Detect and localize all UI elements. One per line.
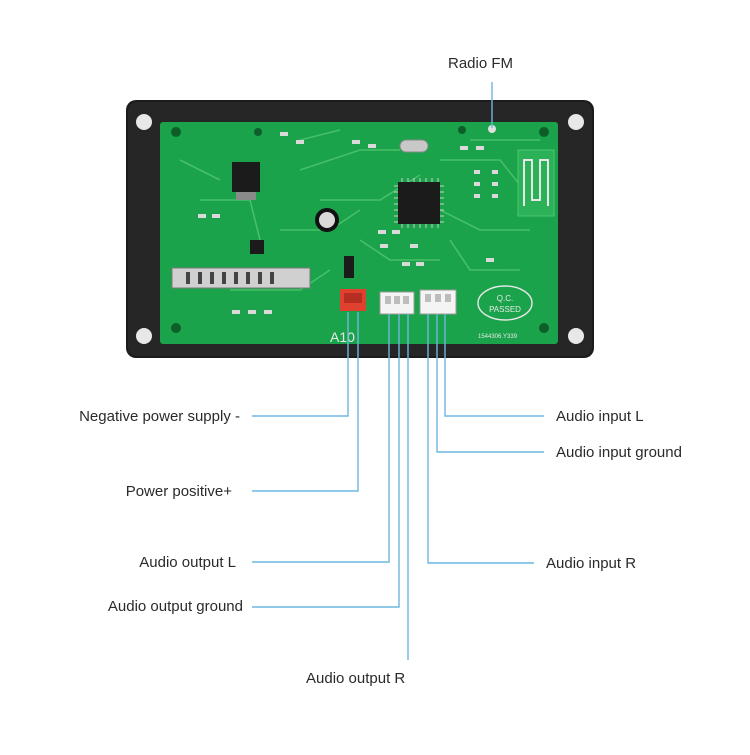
model-marking: A10 <box>330 329 355 345</box>
sd-card-slot <box>171 267 311 289</box>
audio-input-l-line <box>444 314 544 417</box>
main-chip <box>398 182 440 224</box>
audio-output-r-label: Audio output R <box>306 670 406 687</box>
radio-fm-label: Radio FM <box>448 55 514 72</box>
qc-passed-stamp <box>477 285 533 321</box>
power-positive-label: Power positive+ <box>125 483 232 500</box>
audio-output-ground-label: Audio output ground <box>107 598 243 615</box>
qc-line-2: PASSED <box>489 305 521 314</box>
mount-hole-icon <box>568 328 584 344</box>
serial-marking: 1544306.Y339 <box>478 334 518 340</box>
negative-power-label: Negative power supply - <box>79 408 240 425</box>
audio-output-l-label: Audio output L <box>139 554 236 571</box>
callout-lines <box>252 82 544 660</box>
audio-output-l-line <box>252 314 390 563</box>
negative-power-line <box>252 312 349 417</box>
mount-hole-icon <box>136 114 152 130</box>
pcb-board <box>160 122 558 344</box>
audio-input-ground-label: Audio input ground <box>556 444 682 461</box>
power-positive-line <box>252 312 359 492</box>
audio-input-l-label: Audio input L <box>556 408 644 425</box>
mount-hole-icon <box>136 328 152 344</box>
audio-input-ground-line <box>436 314 544 453</box>
audio-output-ground-line <box>252 314 400 608</box>
regulator-chip <box>232 162 260 192</box>
audio-input-r-label: Audio input R <box>546 555 637 572</box>
mount-hole-icon <box>568 114 584 130</box>
audio-input-r-line <box>427 314 534 564</box>
qc-line-1: Q.C. <box>497 294 513 303</box>
